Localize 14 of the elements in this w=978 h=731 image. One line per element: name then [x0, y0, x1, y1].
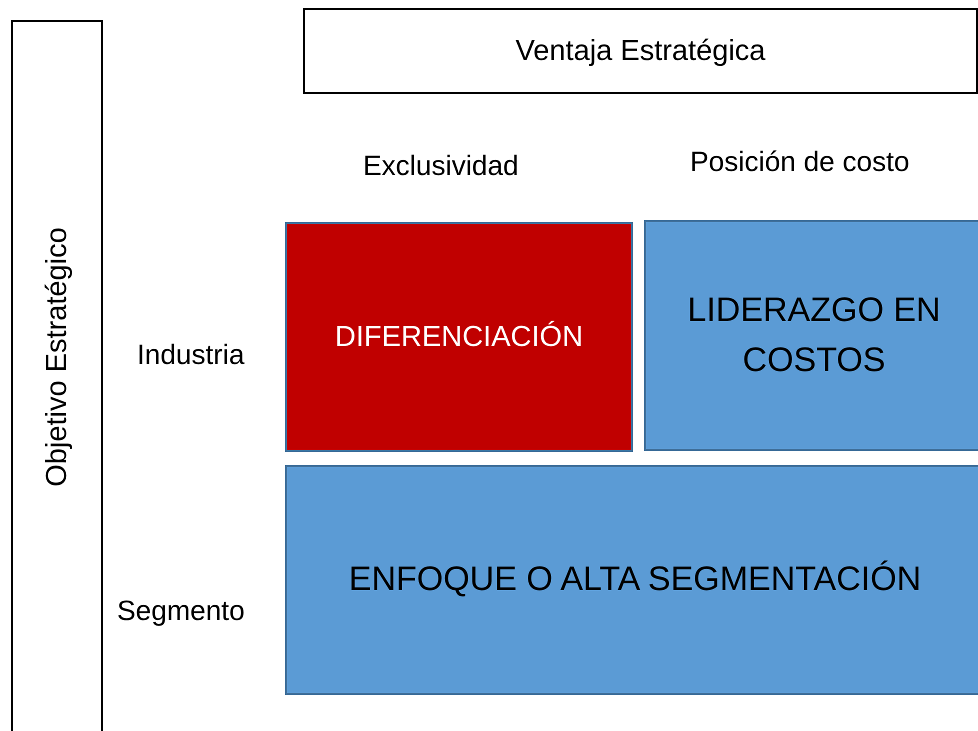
- box-title: LIDERAZGO EN COSTOS: [686, 290, 942, 380]
- box-title: ENFOQUE O ALTA SEGMENTACIÓN: [348, 559, 922, 600]
- strategy-box: [644, 220, 978, 451]
- box-title: Ventaja Estratégica: [514, 34, 766, 69]
- strategy-box: [285, 465, 978, 695]
- header-box: [11, 20, 103, 731]
- header-box: [303, 8, 978, 94]
- box-title: Objetivo Estratégico: [40, 227, 74, 487]
- row-label: Industria: [137, 339, 244, 371]
- row-label: Segmento: [117, 595, 245, 627]
- box-title: DIFERENCIACIÓN: [334, 320, 584, 355]
- column-label: Posición de costo: [690, 146, 910, 178]
- column-label: Exclusividad: [363, 150, 519, 182]
- strategy-box: [285, 222, 633, 452]
